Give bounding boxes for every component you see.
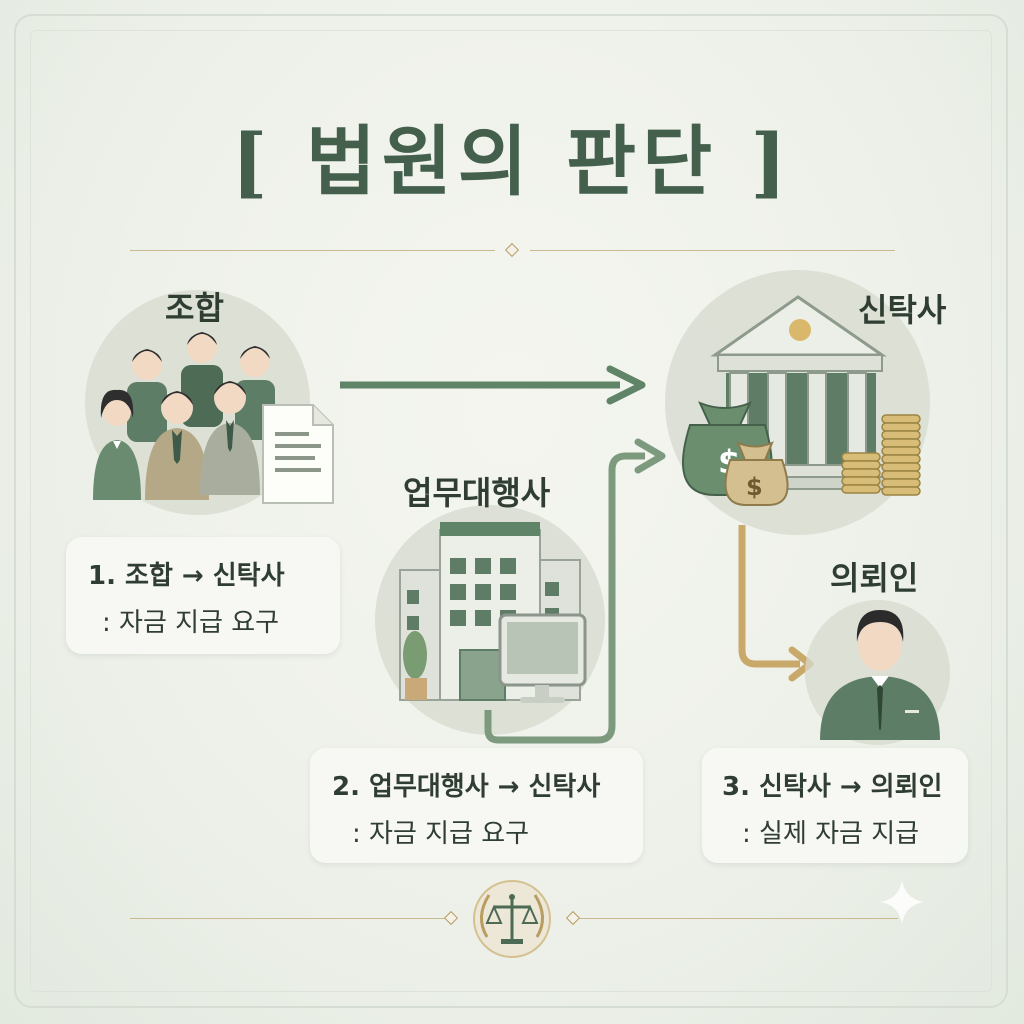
trust-label: 신탁사 <box>858 291 947 329</box>
svg-text:$: $ <box>746 473 763 501</box>
sparkle-icon <box>880 880 924 924</box>
bottom-divider-right <box>578 918 898 919</box>
step-1-desc: : 자금 지급 요구 <box>102 608 280 638</box>
step-card-2: 2. 업무대행사 → 신탁사 : 자금 지급 요구 <box>310 748 643 863</box>
person-icon <box>820 610 940 740</box>
step-2-title: 2. 업무대행사 → 신탁사 <box>332 772 601 802</box>
people-with-document-icon <box>93 332 334 504</box>
inner-frame <box>30 30 992 992</box>
step-1-title: 1. 조합 → 신탁사 <box>88 561 285 591</box>
bank-with-money-icon: $ $ <box>682 295 921 506</box>
step-card-1: 1. 조합 → 신탁사 : 자금 지급 요구 <box>66 537 340 654</box>
arrow-agency-to-trust <box>484 438 666 744</box>
arrow-union-to-trust <box>340 365 646 405</box>
page-title: [ 법원의 판단 ] <box>231 117 793 206</box>
bottom-divider-left <box>130 918 450 919</box>
outer-frame <box>14 14 1008 1008</box>
office-building-icon <box>399 522 587 703</box>
client-label: 의뢰인 <box>830 559 919 597</box>
step-3-title: 3. 신탁사 → 의뢰인 <box>722 772 943 802</box>
scales-of-justice-icon <box>473 880 551 958</box>
agency-label: 업무대행사 <box>403 474 551 512</box>
step-2-desc: : 자금 지급 요구 <box>352 819 530 849</box>
top-divider-left <box>130 250 495 251</box>
step-3-desc: : 실제 자금 지급 <box>742 819 920 849</box>
top-divider-right <box>530 250 895 251</box>
step-card-3: 3. 신탁사 → 의뢰인 : 실제 자금 지급 <box>702 748 968 863</box>
union-label: 조합 <box>165 289 224 327</box>
